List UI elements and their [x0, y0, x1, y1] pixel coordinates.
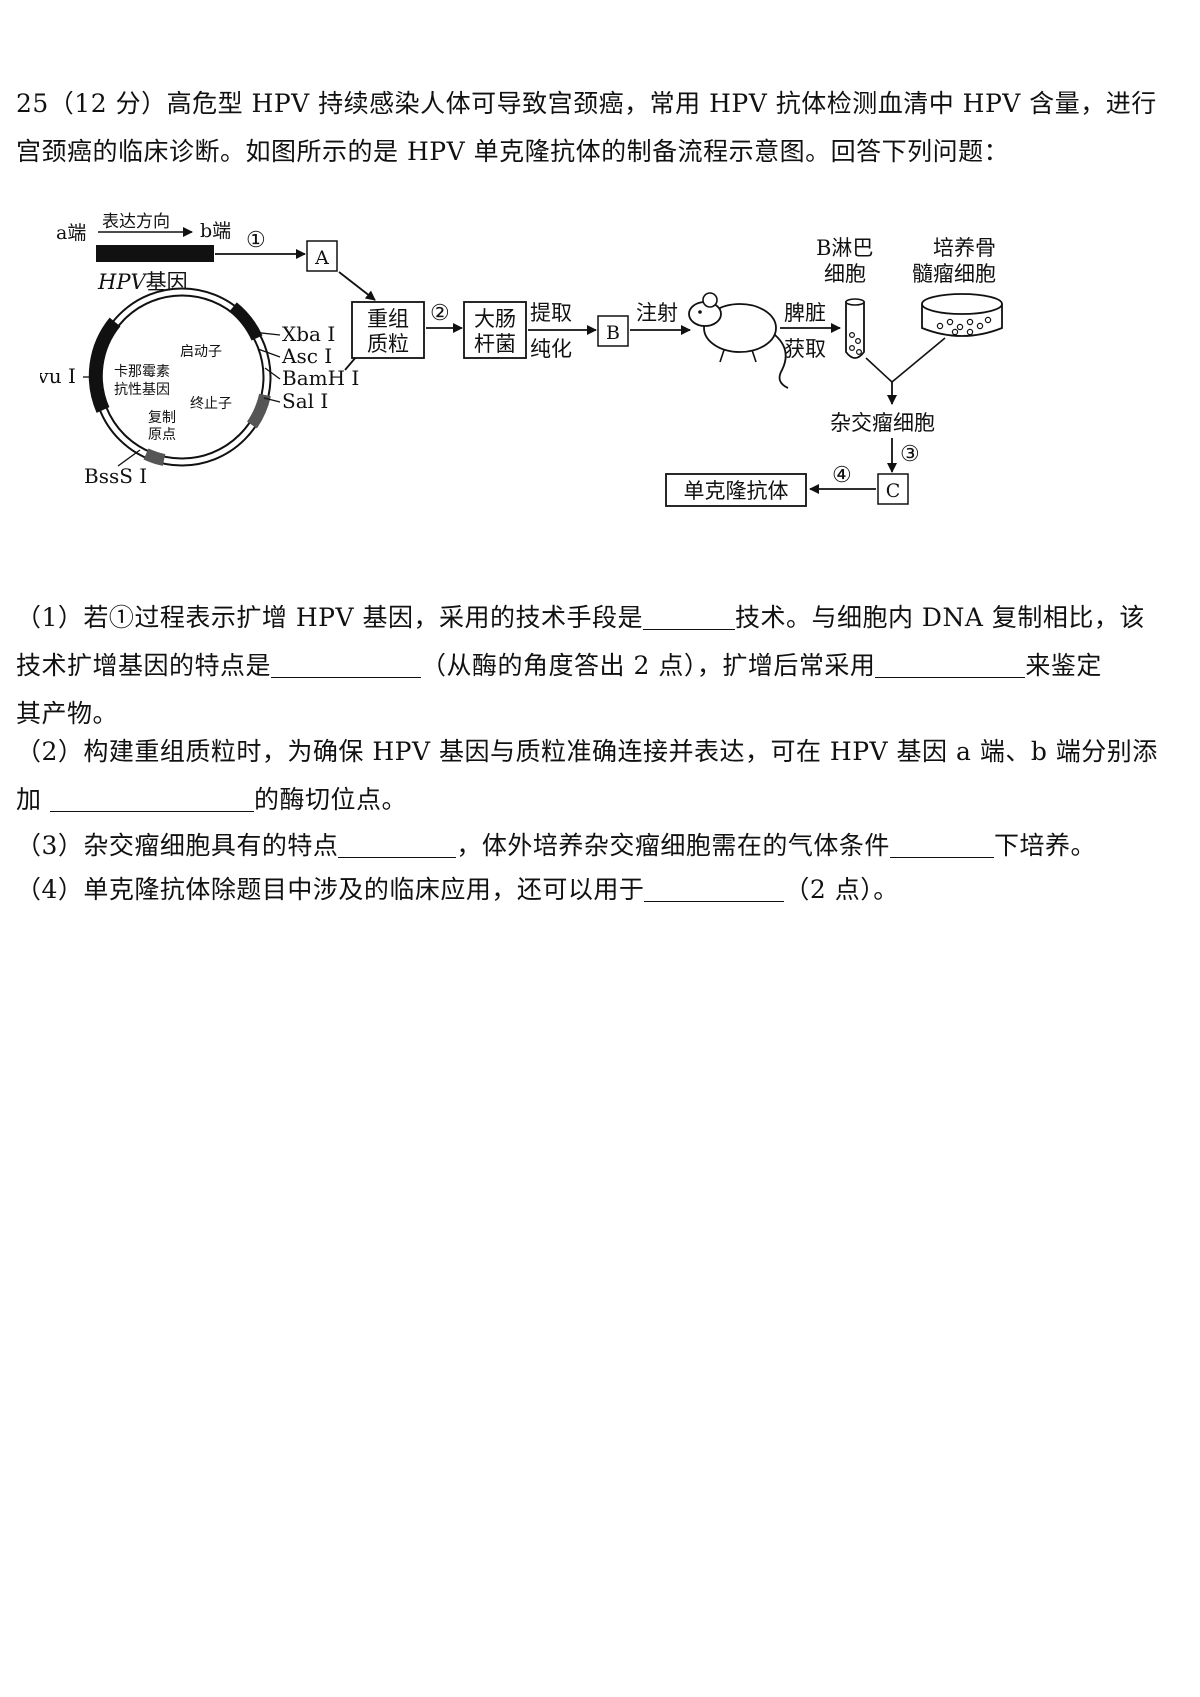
q3-part1: （3）杂交瘤细胞具有的特点	[16, 831, 339, 860]
question-intro: 25（12 分）高危型 HPV 持续感染人体可导致宫颈癌，常用 HPV 抗体检测…	[16, 80, 1184, 176]
myeloma-label-2: 髓瘤细胞	[912, 262, 996, 286]
b-lymph-label-1: B淋巴	[816, 236, 873, 260]
ecoli-label-1: 大肠	[474, 307, 516, 331]
asc-site: Asc I	[281, 344, 332, 368]
step3-marker: ③	[900, 442, 920, 467]
bamh-site: BamH I	[282, 366, 359, 390]
kan-label-2: 抗性基因	[114, 381, 170, 398]
q2-part1: （2）构建重组质粒时，为确保 HPV 基因与质粒准确连接并表达，可在 HPV 基…	[16, 737, 1158, 766]
pvu-site: Pvu I	[40, 364, 76, 388]
merge-line-left	[865, 357, 893, 383]
hpv-antibody-flow-diagram: a端 表达方向 b端 HPV基因 ① A 启动子 卡那霉素 抗性基因 终止子 复…	[40, 212, 1003, 507]
antibody-label: 单克隆抗体	[684, 479, 789, 503]
hpv-gene-italic: HPV	[97, 270, 147, 294]
asc-leader	[257, 348, 281, 358]
box-b	[597, 315, 629, 347]
b-end-label: b端	[200, 220, 231, 242]
question-4: （4）单克隆抗体除题目中涉及的临床应用，还可以用于 （2 点）。	[16, 866, 1184, 914]
b-lymph-label-2: 细胞	[824, 262, 866, 286]
hpv-gene-label: HPV基因	[97, 270, 188, 294]
q1-part1: （1）若①过程表示扩增 HPV 基因，采用的技术手段是	[16, 603, 643, 632]
box-c	[877, 473, 909, 505]
q3-part3: 下培养。	[993, 831, 1096, 860]
ecoli-box	[463, 301, 527, 359]
ori-label-2: 原点	[148, 427, 176, 443]
spleen-label-2: 获取	[784, 337, 826, 361]
ori-label-1: 复制	[148, 409, 176, 426]
arrow-a-to-recombinant	[338, 271, 376, 301]
step2-marker: ②	[430, 301, 450, 326]
q1-part6: 其产物。	[16, 699, 119, 728]
step4-marker: ④	[832, 463, 852, 488]
box-c-label: C	[886, 480, 901, 502]
recombinant-label-2: 质粒	[367, 332, 409, 356]
intro-line-2: 宫颈癌的临床诊断。如图所示的是 HPV 单克隆抗体的制备流程示意图。回答下列问题…	[16, 137, 1010, 166]
q3-blank-1[interactable]	[338, 827, 457, 858]
q1-blank-1[interactable]	[642, 599, 735, 630]
mouse-icon	[688, 292, 789, 389]
kan-gene-segment	[88, 317, 121, 413]
box-a	[306, 240, 338, 272]
ecoli-label-2: 杆菌	[474, 332, 516, 356]
q3-blank-2[interactable]	[889, 827, 994, 858]
intro-line-1: 25（12 分）高危型 HPV 持续感染人体可导致宫颈癌，常用 HPV 抗体检测…	[16, 89, 1157, 118]
recombinant-label-1: 重组	[367, 307, 409, 331]
myeloma-label-1: 培养骨	[933, 236, 996, 260]
merge-line-right	[891, 337, 946, 383]
q1-part5: 来鉴定	[1025, 651, 1102, 680]
hpv-gene-bar	[96, 245, 214, 262]
culture-dish-icon	[921, 293, 1003, 337]
xba-leader	[251, 331, 281, 336]
sal-site: Sal I	[282, 389, 328, 413]
q1-part2: 技术。与细胞内 DNA 复制相比，该	[734, 603, 1145, 632]
hybridoma-label: 杂交瘤细胞	[830, 411, 935, 435]
inject-label: 注射	[636, 301, 678, 325]
sal-leader	[263, 397, 281, 403]
q4-part1: （4）单克隆抗体除题目中涉及的临床应用，还可以用于	[16, 875, 645, 904]
extract-label-2: 纯化	[530, 337, 572, 361]
ori-segment	[143, 448, 166, 466]
step1-marker: ①	[246, 228, 266, 253]
box-a-label: A	[314, 247, 329, 269]
recombinant-plasmid-box	[351, 301, 425, 359]
question-1: （1）若①过程表示扩增 HPV 基因，采用的技术手段是 技术。与细胞内 DNA 复…	[16, 594, 1184, 738]
terminator-segment	[246, 393, 271, 429]
q2-blank[interactable]	[49, 781, 254, 812]
bamh-leader	[264, 367, 281, 380]
q1-blank-2[interactable]	[271, 647, 422, 678]
q2-part2: 加	[16, 785, 50, 814]
q1-part3: 技术扩增基因的特点是	[16, 651, 272, 680]
bss-site: BssS I	[84, 464, 147, 488]
spleen-label-1: 脾脏	[784, 301, 826, 325]
extract-label-1: 提取	[530, 301, 572, 325]
terminator-label: 终止子	[190, 396, 232, 412]
q4-blank[interactable]	[644, 871, 785, 902]
xba-site: Xba I	[282, 322, 335, 346]
promoter-segment	[229, 302, 263, 341]
test-tube-icon	[845, 298, 865, 359]
bss-leader	[117, 449, 141, 467]
q2-part3: 的酶切位点。	[253, 785, 407, 814]
q1-blank-3[interactable]	[875, 647, 1026, 678]
box-b-label: B	[606, 322, 620, 344]
question-2: （2）构建重组质粒时，为确保 HPV 基因与质粒准确连接并表达，可在 HPV 基…	[16, 728, 1184, 824]
q1-part4: （从酶的角度答出 2 点），扩增后常采用	[421, 651, 876, 680]
a-end-label: a端	[56, 222, 86, 244]
promoter-label: 启动子	[180, 344, 222, 360]
kan-label-1: 卡那霉素	[114, 364, 170, 380]
antibody-box	[665, 473, 807, 507]
q3-part2: ，体外培养杂交瘤细胞需在的气体条件	[456, 831, 890, 860]
expression-direction-label: 表达方向	[102, 212, 170, 232]
q4-part2: （2 点）。	[784, 875, 899, 904]
question-3: （3）杂交瘤细胞具有的特点 ，体外培养杂交瘤细胞需在的气体条件 下培养。	[16, 822, 1184, 870]
